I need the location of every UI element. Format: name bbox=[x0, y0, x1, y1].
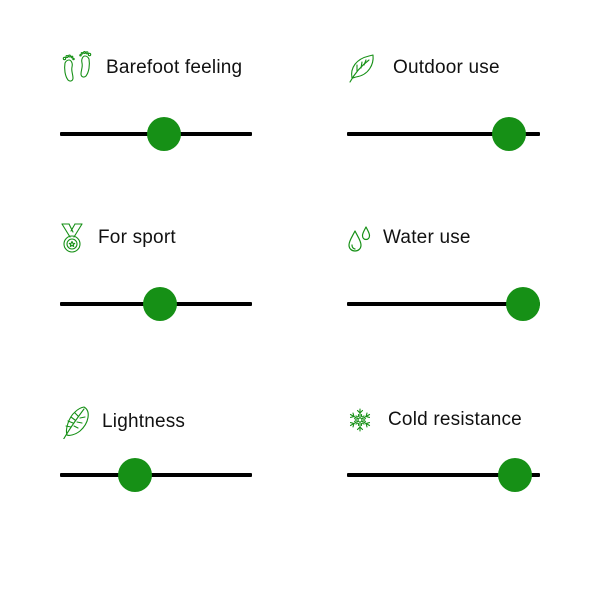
footprints-icon bbox=[60, 51, 94, 85]
attribute-barefoot-feeling: Barefoot feeling bbox=[60, 48, 260, 168]
attribute-label: Barefoot feeling bbox=[106, 57, 243, 78]
slider-track[interactable] bbox=[347, 458, 540, 492]
attribute-label: Cold resistance bbox=[388, 409, 522, 430]
slider-knob[interactable] bbox=[117, 458, 152, 492]
water-drops-icon bbox=[347, 221, 381, 255]
attribute-label: For sport bbox=[98, 227, 176, 248]
slider-track[interactable] bbox=[60, 287, 252, 321]
slider-track[interactable] bbox=[60, 458, 252, 492]
snowflake-icon bbox=[347, 403, 381, 437]
feather-icon bbox=[60, 405, 94, 439]
leaf-icon bbox=[347, 51, 381, 85]
attribute-for-sport: For sport bbox=[60, 218, 260, 338]
slider-knob[interactable] bbox=[505, 287, 540, 321]
attribute-header: Lightness bbox=[60, 402, 185, 442]
attribute-lightness: Lightness bbox=[60, 402, 260, 522]
slider-knob[interactable] bbox=[142, 287, 177, 321]
attribute-label: Lightness bbox=[102, 411, 186, 432]
attribute-header: Water use bbox=[347, 218, 471, 258]
slider-knob[interactable] bbox=[146, 117, 181, 151]
attribute-header: Outdoor use bbox=[347, 48, 500, 88]
attribute-water-use: Water use bbox=[347, 218, 547, 338]
attribute-header: Barefoot feeling bbox=[60, 48, 242, 88]
attribute-label: Water use bbox=[383, 227, 471, 248]
attribute-header: For sport bbox=[60, 218, 176, 258]
slider-knob[interactable] bbox=[497, 458, 532, 492]
attribute-header: Cold resistance bbox=[347, 400, 522, 440]
slider-track[interactable] bbox=[347, 287, 540, 321]
medal-icon bbox=[60, 221, 94, 255]
attribute-label: Outdoor use bbox=[393, 57, 500, 78]
slider-track[interactable] bbox=[60, 117, 252, 151]
slider-track[interactable] bbox=[347, 117, 540, 151]
attribute-cold-resistance: Cold resistance bbox=[347, 402, 547, 522]
slider-knob[interactable] bbox=[492, 117, 527, 151]
attribute-outdoor-use: Outdoor use bbox=[347, 48, 547, 168]
